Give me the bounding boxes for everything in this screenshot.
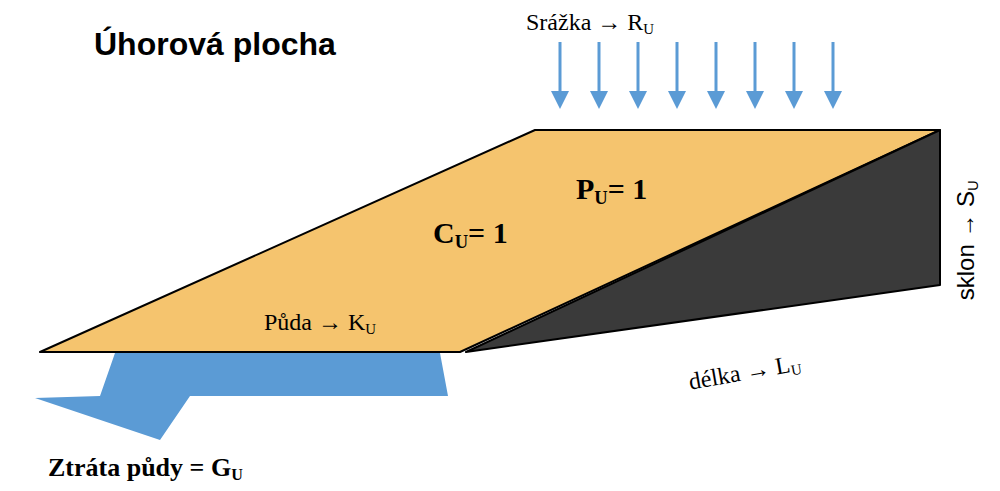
factor-label: PU= 1	[576, 172, 647, 205]
soil-label: Půda → KU	[264, 309, 376, 335]
soil-loss-label: Ztráta půdy = GU	[48, 454, 243, 483]
rain-arrows	[560, 42, 833, 100]
diagram-title: Úhorová plocha	[94, 27, 336, 62]
slope-surface	[40, 130, 940, 352]
slope-label: sklon → SU	[953, 180, 979, 300]
length-label: délka → LU	[687, 349, 803, 395]
soil-loss-arrow	[35, 353, 448, 440]
rain-label: Srážka → RU	[526, 9, 654, 35]
slope-side	[466, 130, 940, 352]
factor-label: CU= 1	[433, 216, 508, 249]
